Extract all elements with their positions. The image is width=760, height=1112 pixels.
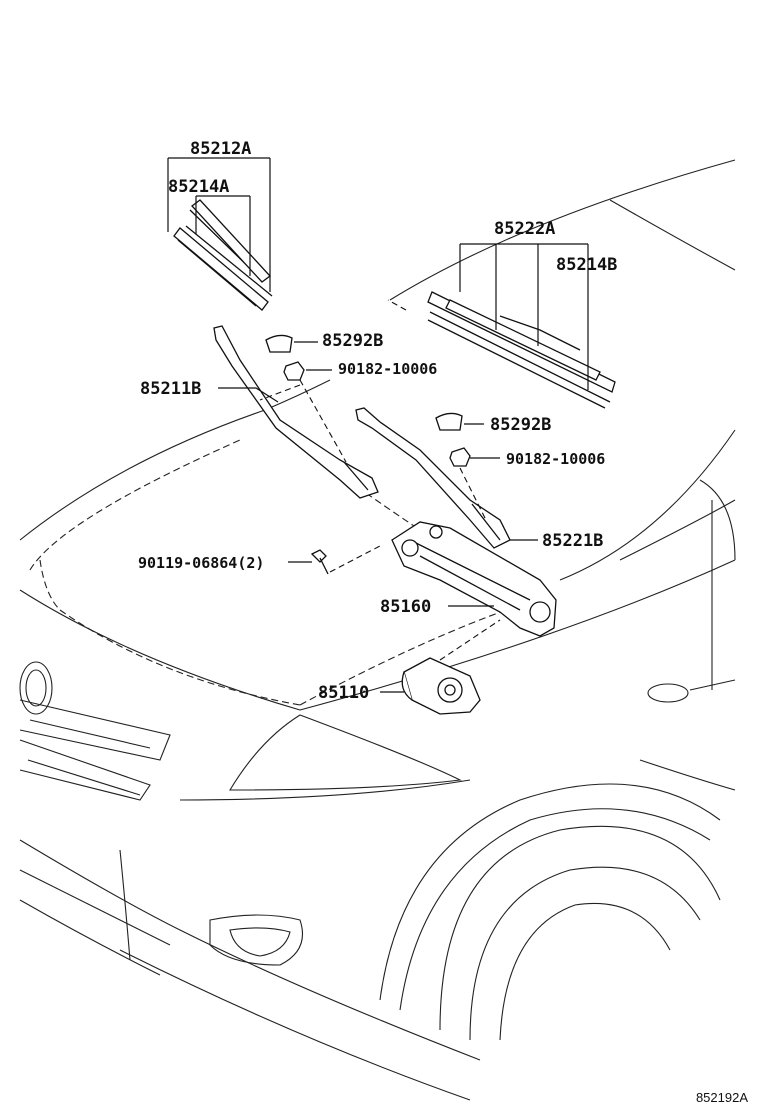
wiper-blade-lh — [173, 199, 273, 311]
label-85110: 85110 — [318, 683, 369, 703]
cap-lh — [265, 334, 293, 353]
label-85292b-rh: 85292B — [490, 415, 551, 435]
bolt — [310, 549, 329, 575]
label-85292b-lh: 85292B — [322, 331, 383, 351]
label-85211b: 85211B — [140, 379, 201, 399]
nut-rh — [449, 447, 471, 467]
wiper-arm-lh — [213, 325, 379, 499]
label-85221b: 85221B — [542, 531, 603, 551]
label-85214a: 85214A — [168, 177, 229, 197]
label-90182-10006-lh: 90182-10006 — [338, 360, 437, 378]
label-85214b: 85214B — [556, 255, 617, 275]
label-90119-06864: 90119-06864(2) — [138, 554, 264, 572]
wiper-blade-rh — [427, 291, 616, 409]
leader-lines — [167, 157, 589, 693]
nut-lh — [283, 361, 305, 381]
reference-code: 852192A — [696, 1090, 748, 1105]
label-85212a: 85212A — [190, 139, 251, 159]
car-body-outline — [19, 159, 736, 1101]
wiper-link — [391, 521, 557, 637]
label-90182-10006-rh: 90182-10006 — [506, 450, 605, 468]
cap-rh — [435, 412, 463, 431]
label-85222a: 85222A — [494, 219, 555, 239]
wiper-motor — [401, 657, 481, 715]
label-85160: 85160 — [380, 597, 431, 617]
